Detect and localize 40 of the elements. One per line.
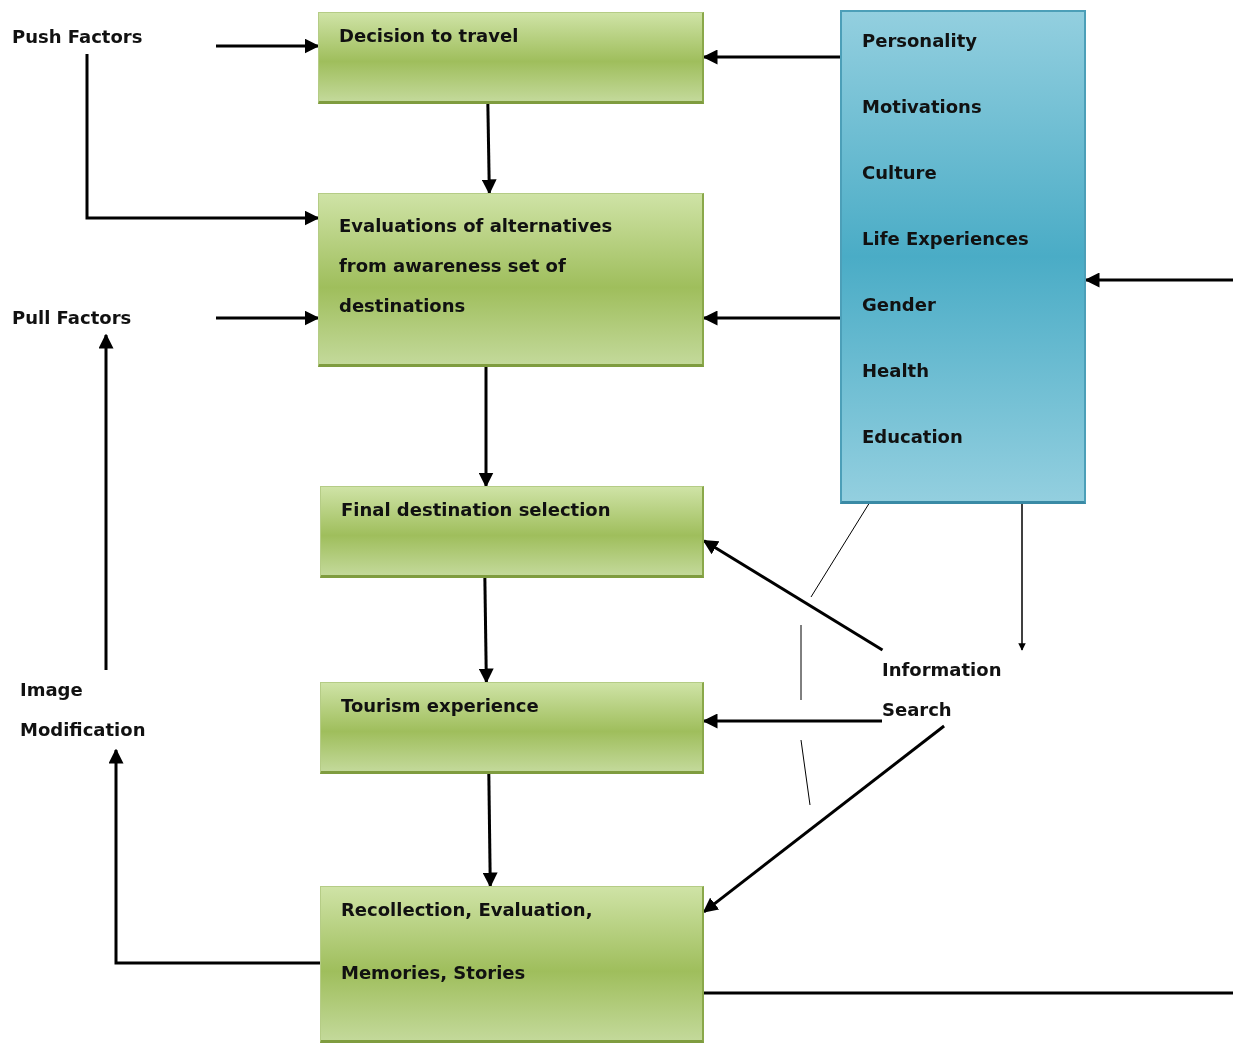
box-text: Health (862, 360, 930, 381)
factor-label: Pull Factors (12, 307, 216, 335)
arrow (85, 54, 320, 226)
box-text: Life Experiences (862, 228, 1030, 249)
arrow (98, 333, 114, 670)
arrow (478, 367, 494, 488)
arrow (1084, 272, 1233, 288)
box-text: Gender (862, 294, 937, 315)
arrow (1018, 503, 1026, 651)
process-box (318, 12, 704, 104)
factor-label: Image Modification (20, 670, 210, 750)
arrow (702, 310, 840, 326)
box-text: Education (862, 426, 964, 447)
factor-list-box (840, 10, 1086, 504)
box-text: Recollection, Evaluation, (341, 899, 594, 920)
arrow (702, 724, 945, 914)
process-box (320, 682, 704, 774)
factor-label: Push Factors (12, 26, 216, 54)
arrow (216, 310, 320, 326)
process-box (320, 486, 704, 578)
box-text: Culture (862, 162, 938, 183)
box-text: Memories, Stories (341, 962, 527, 983)
box-text: Tourism experience (341, 695, 540, 716)
box-text: Personality (862, 30, 978, 51)
arrow (482, 773, 498, 888)
arrow (702, 713, 882, 729)
factor-label: Information Search (882, 650, 1052, 726)
box-text: Motivations (862, 96, 983, 117)
process-box (320, 886, 704, 1043)
box-text: Decision to travel (339, 25, 520, 46)
arrow (800, 503, 870, 806)
process-box (318, 193, 704, 367)
arrow (108, 748, 320, 965)
arrow (478, 577, 494, 684)
box-text: Final destination selection (341, 499, 612, 520)
arrow (481, 103, 497, 195)
arrow (702, 539, 884, 652)
box-text: Evaluations of alternatives from awareness set of destinations (339, 214, 614, 318)
arrow (702, 49, 840, 65)
arrow (216, 38, 320, 54)
